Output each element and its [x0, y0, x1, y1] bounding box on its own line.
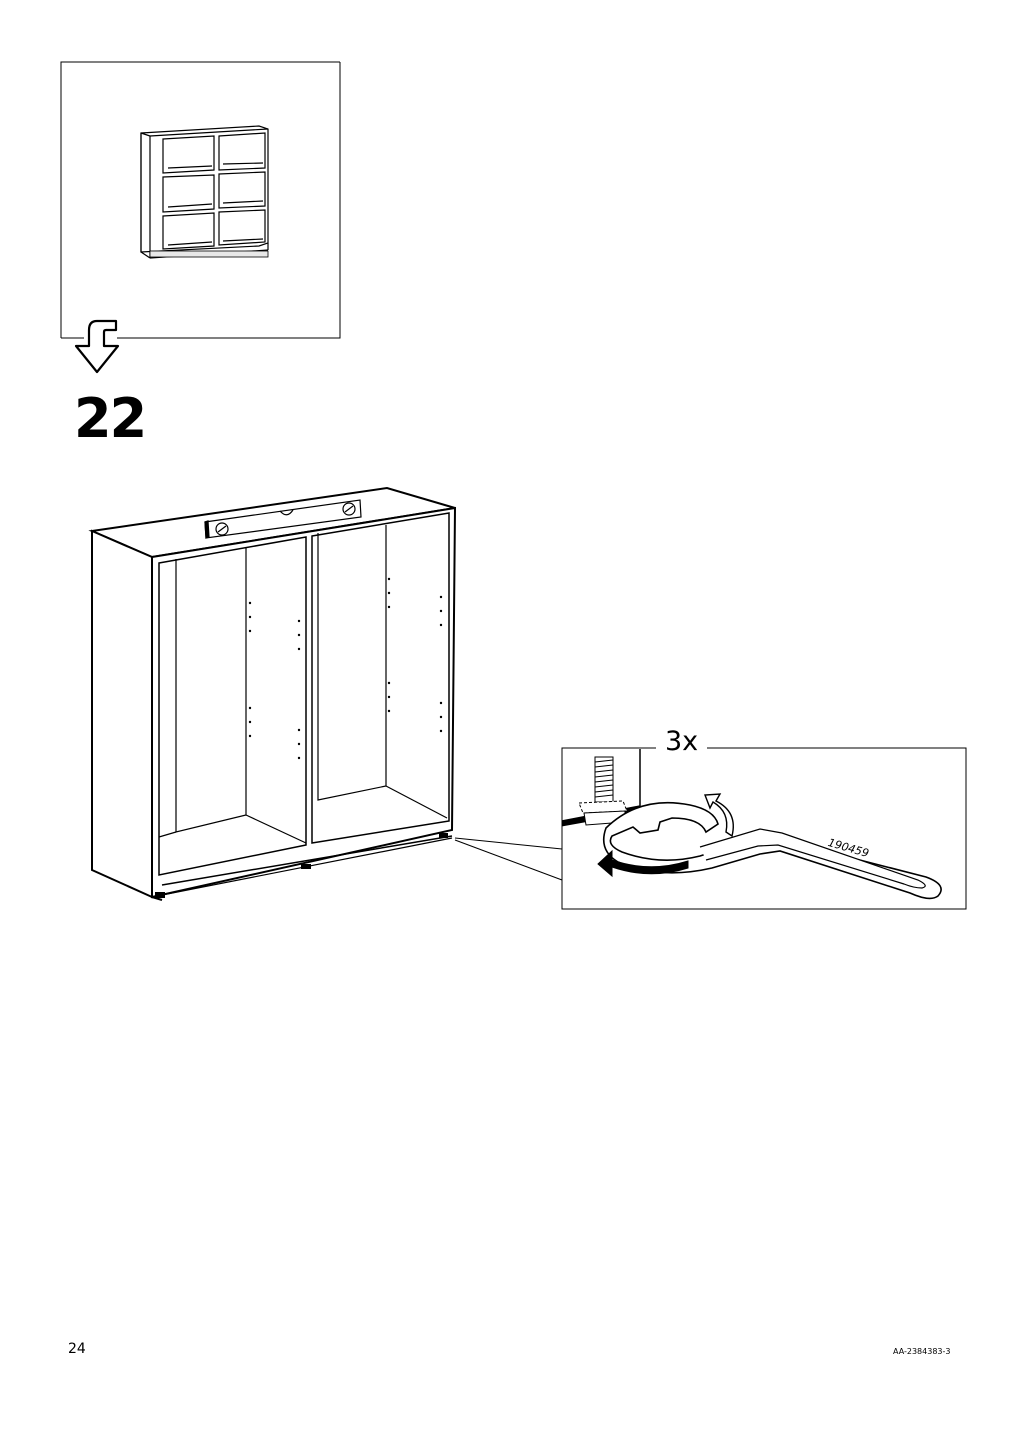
callout-lines — [454, 837, 563, 881]
reference-inset — [60, 61, 341, 339]
shelf-pin-holes — [248, 577, 443, 760]
reference-shelf-icon — [140, 125, 269, 259]
adjustment-bolt-icon — [578, 756, 628, 826]
rotate-direction-arrow-icon — [597, 849, 689, 878]
step-arrow-icon — [74, 319, 120, 374]
spirit-level-icon — [204, 499, 362, 539]
detail-box — [561, 747, 967, 910]
document-code: AA-2384383-3 — [893, 1347, 951, 1356]
quantity-label: 3x — [661, 728, 703, 755]
page-number: 24 — [68, 1341, 86, 1357]
step-number: 22 — [74, 387, 147, 450]
bookcase-frame-illustration — [88, 486, 457, 901]
wrench-icon — [602, 801, 942, 900]
rotate-up-arrow-icon — [704, 793, 734, 838]
leveling-foot-detail — [561, 749, 942, 900]
